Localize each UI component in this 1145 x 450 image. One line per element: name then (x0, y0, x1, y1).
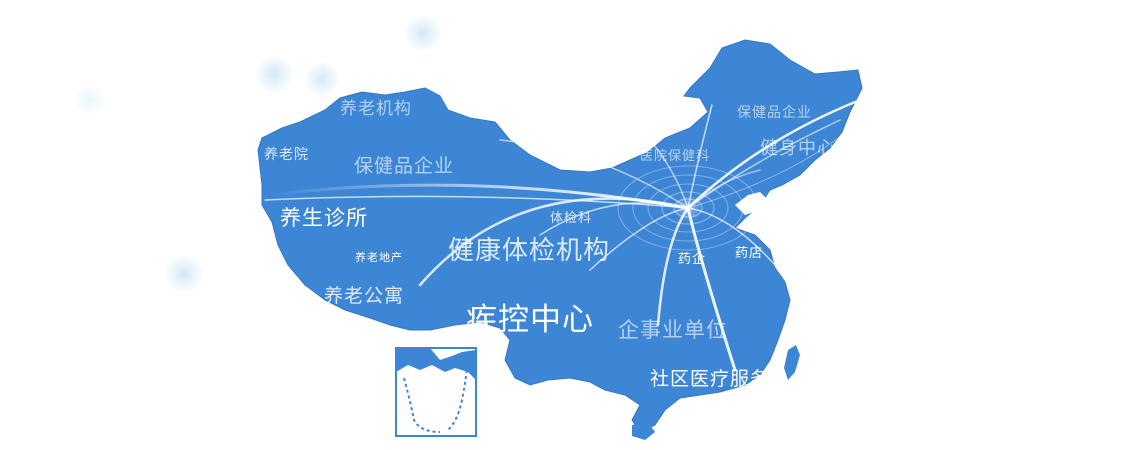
glow-dot (165, 255, 203, 293)
label-health-exam-institution: 健康体检机构 (448, 236, 611, 266)
label-pharma-company: 药企 (678, 252, 707, 267)
label-health-products-north: 保健品企业 (737, 105, 812, 121)
glow-dot (75, 85, 105, 115)
connection-lines (264, 98, 862, 372)
label-cdc: 疾控中心 (466, 302, 594, 338)
label-elderly-institution: 养老机构 (340, 99, 412, 119)
hub-rings (617, 165, 759, 251)
label-wellness-clinic: 养生诊所 (280, 206, 368, 230)
label-elderly-apartment: 养老公寓 (324, 285, 405, 307)
label-fitness-center: 健身中心 (760, 138, 836, 159)
label-enterprises: 企事业单位 (618, 318, 728, 342)
label-physical-exam-dept: 体检科 (550, 211, 593, 226)
hainan-shape (632, 422, 655, 440)
label-health-products-west: 保健品企业 (354, 155, 455, 177)
bohai-sea (735, 192, 768, 215)
south-china-sea-inset (395, 347, 477, 437)
glow-dot (305, 62, 339, 96)
label-pharmacy: 药店 (735, 246, 764, 261)
label-nursing-home: 养老院 (264, 147, 309, 163)
glow-dot (405, 15, 441, 51)
taiwan-shape (784, 345, 800, 380)
label-elderly-real-estate: 养老地产 (355, 251, 403, 264)
label-hospital-health-dept: 医院保健科 (640, 149, 711, 164)
glow-dot (255, 55, 293, 93)
china-mainland-shape (257, 39, 863, 433)
label-community-medical: 社区医疗服务 (650, 368, 771, 390)
